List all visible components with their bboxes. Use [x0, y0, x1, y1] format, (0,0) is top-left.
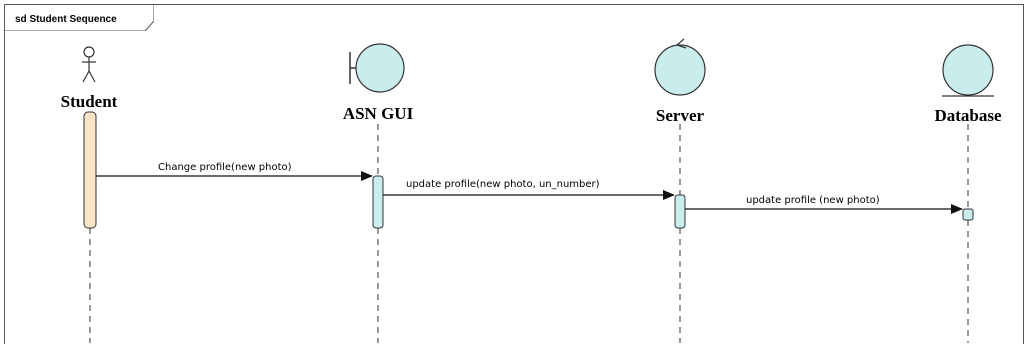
message-label-change-profile: Change profile(new photo)	[158, 162, 292, 173]
student-actor-icon	[82, 46, 96, 83]
sequence-frame	[4, 4, 1024, 344]
activation-asn-gui	[372, 175, 384, 229]
lifeline-label-asn-gui: ASN GUI	[343, 104, 414, 123]
activation-server	[674, 194, 686, 229]
entity-icon	[942, 44, 994, 97]
lifeline-label-server: Server	[656, 106, 705, 125]
message-label-update-profile-gui: update profile(new photo, un_number)	[406, 179, 600, 190]
activation-database	[962, 208, 974, 221]
boundary-icon	[349, 43, 405, 93]
control-icon	[654, 38, 706, 96]
frame-label-tab: sd Student Sequence	[5, 5, 154, 31]
frame-tab-outline	[5, 5, 154, 31]
activation-student	[83, 111, 97, 229]
message-label-update-profile-server: update profile (new photo)	[746, 195, 880, 206]
lifeline-label-student: Student	[61, 92, 118, 111]
lifeline-label-database: Database	[934, 106, 1002, 125]
frame-label: sd Student Sequence	[15, 14, 117, 25]
